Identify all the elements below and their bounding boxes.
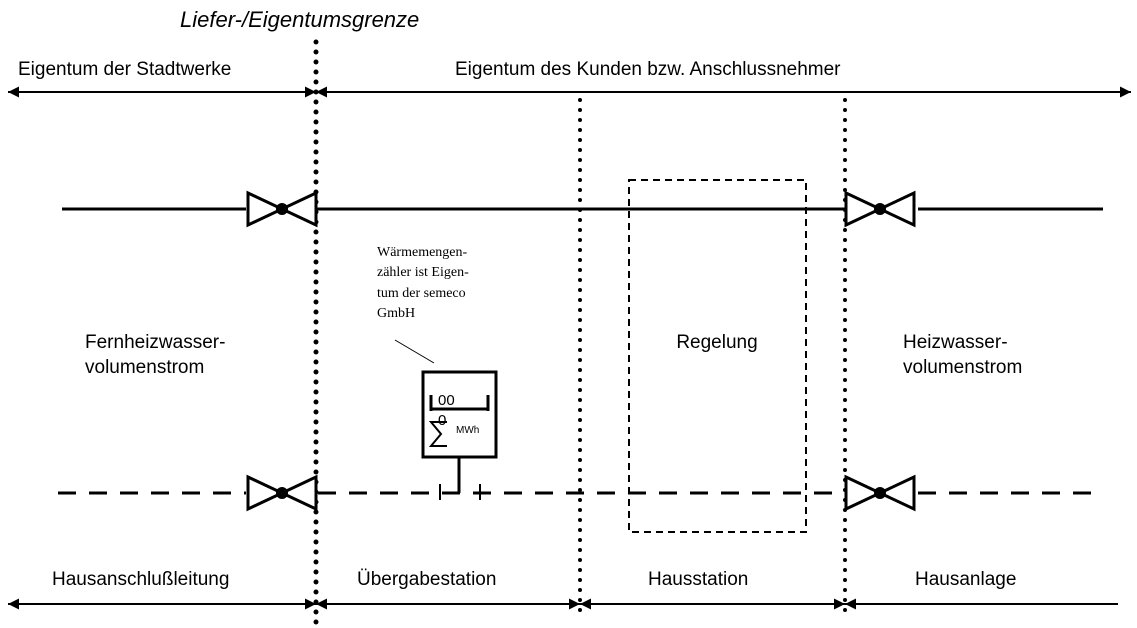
meter-note-line3: tum der semeco — [377, 286, 466, 301]
heat-meter-icon — [421, 370, 498, 500]
meter-note-line2: zähler ist Eigen- — [377, 265, 469, 280]
meter-reading: 00 — [438, 392, 455, 409]
boundary-title: Liefer-/Eigentumsgrenze — [180, 7, 419, 32]
meter-ownership-note: Wärmemengen- zähler ist Eigen- tum der s… — [377, 245, 469, 321]
shutoff-valve-icon — [246, 474, 318, 512]
meter-reading-secondary: 0 — [438, 412, 446, 429]
shutoff-valve-icon — [844, 190, 916, 228]
owner-utility-label: Eigentum der Stadtwerke — [18, 59, 231, 80]
section-house-installation-label: Hausanlage — [915, 569, 1016, 590]
section-house-station-label: Hausstation — [648, 569, 748, 590]
heating-flow-label-line2: volumenstrom — [903, 357, 1022, 378]
district-flow-label-line2: volumenstrom — [85, 357, 204, 378]
shutoff-valve-icon — [246, 190, 318, 228]
shutoff-valve-icon — [844, 474, 916, 512]
meter-unit: MWh — [456, 425, 479, 436]
owner-customer-label: Eigentum des Kunden bzw. Anschlussnehmer — [455, 59, 841, 80]
district-flow-label-line1: Fernheizwasser- — [85, 332, 225, 353]
meter-note-line1: Wärmemengen- — [377, 245, 468, 260]
section-house-connection-label: Hausanschlußleitung — [52, 569, 229, 590]
control-box — [628, 179, 807, 533]
meter-note-line4: GmbH — [377, 306, 415, 321]
control-label: Regelung — [676, 332, 757, 353]
section-transfer-station-label: Übergabestation — [357, 569, 496, 590]
heating-flow-label-line1: Heizwasser- — [903, 332, 1008, 353]
meter-note-leader — [394, 339, 435, 364]
